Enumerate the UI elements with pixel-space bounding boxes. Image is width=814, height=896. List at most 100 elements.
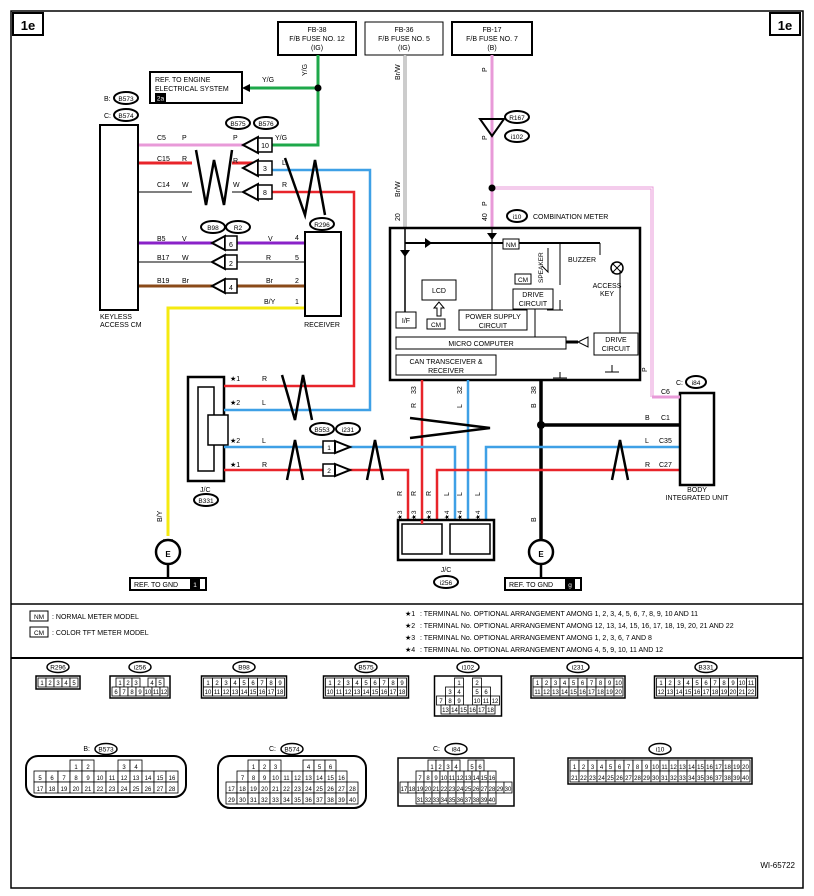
connector-b573-pin: 28 — [169, 787, 176, 793]
receiver-pin-5: 5 — [295, 255, 299, 262]
connector-b331-pin: 2 — [668, 681, 672, 687]
connector-i84-pin: 35 — [449, 798, 456, 804]
connector-i256-pin: 7 — [122, 690, 126, 696]
connector-i84-pin: 39 — [481, 798, 488, 804]
jc-left-star-1: ★1 — [230, 375, 240, 383]
connector-b574-pin: 4 — [307, 765, 311, 771]
connector-i10-pin: 8 — [636, 765, 640, 771]
ref-gnd-2-badge: g — [568, 582, 572, 589]
label-r-recv: R — [266, 255, 271, 262]
diagram-frame — [10, 10, 804, 889]
fuse-fb17-name: F/B FUSE NO. 7 — [466, 36, 518, 43]
legend-nm-text: : NORMAL METER MODEL — [52, 614, 139, 621]
badge-i84 — [685, 375, 707, 389]
fuse-fb36-power: (IG) — [398, 45, 410, 52]
jcb-star-5: ★4 — [456, 510, 464, 520]
conn-r167-arrow — [478, 118, 506, 138]
label-biu-r: R — [645, 462, 650, 469]
connector-b574-pin: 30 — [239, 798, 246, 804]
connector-i10-pin: 16 — [706, 765, 713, 771]
connector-i10-pin: 5 — [609, 765, 613, 771]
connector-i10-pin: 4 — [600, 765, 604, 771]
connector-b573-prefix: B: — [83, 746, 90, 753]
connector-b574-pin: 14 — [316, 776, 323, 782]
meter-can-1: CAN TRANSCEIVER & — [410, 359, 483, 366]
label-can-r: R — [411, 403, 418, 408]
pin-3: 3 — [263, 166, 267, 173]
wire-r-red-top — [272, 190, 356, 388]
connector-b331-pin: 19 — [721, 690, 728, 696]
receiver-pin-2: 2 — [295, 278, 299, 285]
label-jcb-r1: R — [397, 491, 404, 496]
connector-b574-pin: 2 — [263, 765, 267, 771]
label-meter-b: B — [531, 403, 538, 408]
connector-i10-cell — [740, 770, 751, 783]
keyless-cm-box — [99, 124, 139, 311]
meter-micro: MICRO COMPUTER — [448, 341, 513, 348]
keyless-pin-c15-col: R — [182, 156, 187, 163]
connector-i102-pin: 3 — [448, 690, 452, 696]
keyless-conn-c-id: B574 — [118, 113, 134, 120]
connector-i231-pin: 12 — [543, 690, 550, 696]
keyless-pin-c15: C15 — [157, 156, 170, 163]
label-jc-l2: L — [262, 438, 266, 445]
connector-b574-pin: 26 — [327, 787, 334, 793]
connector-i256-id: i256 — [134, 665, 147, 672]
badge-r167-text: R167 — [509, 115, 525, 122]
label-jc-r1: R — [262, 376, 267, 383]
connector-i231-pin: 17 — [588, 690, 595, 696]
connector-i231-pin: 8 — [599, 681, 603, 687]
connector-i231-pin: 10 — [615, 681, 622, 687]
connector-b573-pin: 5 — [38, 776, 42, 782]
combination-meter-box — [388, 226, 642, 382]
connector-b98-pin: 17 — [268, 690, 275, 696]
ground-right — [527, 538, 555, 578]
legend-note-1-mark: ★1 — [405, 610, 415, 618]
connector-b574-pin: 24 — [305, 787, 312, 793]
twisted-pair-mark-5 — [285, 439, 305, 481]
connector-b574-pin: 18 — [239, 787, 246, 793]
connector-i84-pin: 4 — [454, 765, 458, 771]
connector-i84-pin: 31 — [417, 798, 424, 804]
connector-i256-cell — [159, 686, 169, 697]
connector-b574-pin: 6 — [329, 765, 333, 771]
connector-b575-pin: 16 — [381, 690, 388, 696]
badge-r2-text: R2 — [234, 225, 243, 232]
connector-i256-pin: 2 — [126, 681, 130, 687]
connector-b331-badge — [694, 660, 718, 674]
wire-biu-r — [435, 468, 680, 520]
connector-b331-pin: 18 — [712, 690, 719, 696]
badge-i84-text: i84 — [692, 380, 701, 387]
label-br-recv: Br — [266, 278, 274, 285]
connector-b98-pin: 4 — [233, 681, 237, 687]
twisted-pair-mark-3 — [409, 416, 491, 440]
label-r-conn2: R — [282, 182, 287, 189]
fuse-fb36-id: FB-36 — [394, 27, 413, 34]
connector-b573-pin: 14 — [145, 776, 152, 782]
connector-b98-pin: 6 — [251, 681, 255, 687]
keyless-pin-b5: B5 — [157, 236, 166, 243]
wire-label-yg-vert: Y/G — [302, 64, 309, 76]
connector-b331-pin: 4 — [686, 681, 690, 687]
receiver-box — [304, 231, 342, 317]
connector-b331-pin: 15 — [685, 690, 692, 696]
fuse-fb38-power: (IG) — [311, 45, 323, 52]
connector-b98-pin: 13 — [232, 690, 239, 696]
connector-i10-pin: 18 — [724, 765, 731, 771]
connector-i10-pin: 32 — [670, 776, 677, 782]
connector-b573-pin: 10 — [97, 776, 104, 782]
meter-access-2: KEY — [600, 291, 614, 298]
connector-i84-pin: 1 — [430, 765, 434, 771]
connector-b574-pin: 15 — [327, 776, 334, 782]
ref-engine-badge: 2a — [157, 96, 165, 103]
wire-biu-l — [484, 445, 680, 520]
ref-gnd-2-badge-bg — [565, 579, 575, 589]
connector-i84-pin: 13 — [465, 776, 472, 782]
connector-b574-pin: 34 — [283, 798, 290, 804]
wire-by-yellow — [166, 306, 305, 536]
connector-b331-pin: 8 — [722, 681, 726, 687]
connector-b574-pin: 38 — [327, 798, 334, 804]
connector-b573-pin: 2 — [86, 765, 90, 771]
connector-i256-badge — [128, 660, 152, 674]
connector-i84-pin: 30 — [505, 787, 512, 793]
